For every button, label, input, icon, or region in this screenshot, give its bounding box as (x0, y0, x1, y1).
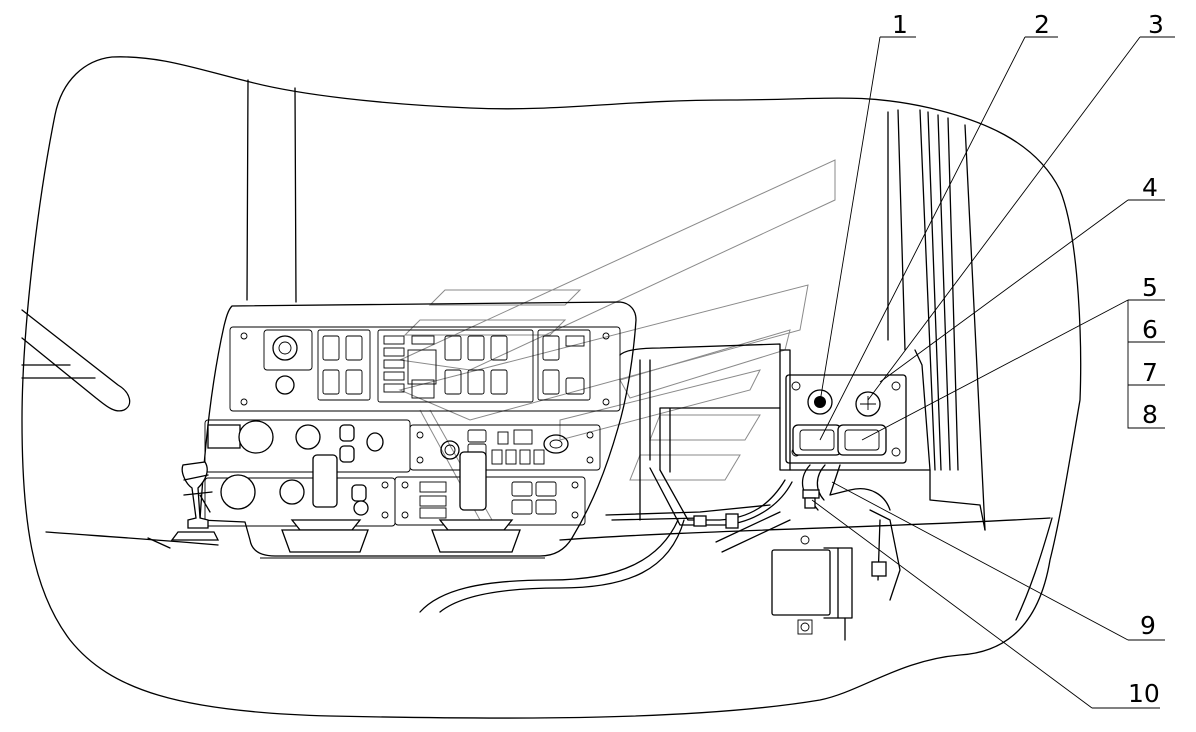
control-console (199, 301, 637, 559)
cable-harness (419, 464, 901, 613)
callout-2: 2 (1034, 10, 1050, 39)
callout-9: 9 (1140, 611, 1156, 640)
callout-1: 1 (892, 10, 908, 39)
left-joystick (170, 461, 220, 541)
right-joystick (431, 451, 521, 553)
callout-10: 10 (1128, 679, 1160, 708)
callout-7: 7 (1142, 358, 1158, 387)
callout-6: 6 (1142, 315, 1158, 344)
callout-8: 8 (1142, 400, 1158, 429)
callout-5: 5 (1142, 273, 1158, 302)
floor-lines (45, 517, 1053, 621)
callouts: 1 2 3 4 5 6 7 8 9 10 (892, 10, 1164, 708)
leader-lines (811, 36, 1175, 709)
callout-3: 3 (1148, 10, 1164, 39)
center-joystick (281, 454, 369, 553)
cab-pillars (246, 79, 986, 531)
view-outline (21, 56, 1082, 719)
relay-unit (771, 535, 853, 641)
steering-wheel-rim (21, 309, 131, 412)
watermark-logo (398, 159, 836, 521)
callout-4: 4 (1142, 173, 1158, 202)
